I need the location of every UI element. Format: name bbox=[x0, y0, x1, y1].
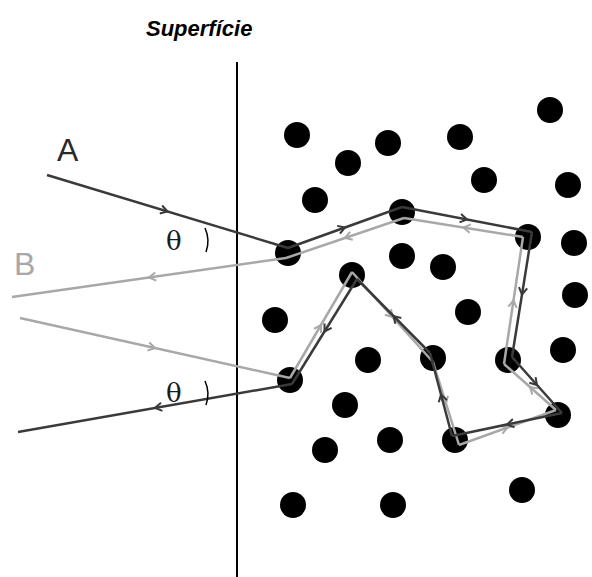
angle-label: θ bbox=[166, 228, 182, 254]
scatterer-dot bbox=[302, 187, 328, 213]
angle-arc bbox=[205, 381, 208, 405]
scatterer-dot bbox=[561, 230, 587, 256]
ray-arrowhead bbox=[337, 226, 345, 234]
ray-segment bbox=[452, 413, 562, 436]
angle-label: θ bbox=[166, 380, 182, 406]
scatterer-dot bbox=[280, 492, 306, 518]
scatterer-dot bbox=[562, 282, 588, 308]
surface-title: Superfície bbox=[146, 18, 252, 40]
ray-arrowhead bbox=[508, 301, 516, 308]
ray-arrowhead bbox=[439, 395, 447, 403]
scatterer-dot bbox=[332, 392, 358, 418]
ray-arrowhead bbox=[507, 419, 515, 427]
scatterer-dot bbox=[312, 437, 338, 463]
ray-label: B bbox=[14, 248, 35, 280]
scatterer-dot bbox=[355, 347, 381, 373]
scatterer-dot bbox=[537, 97, 563, 123]
scatterer-dot bbox=[447, 124, 473, 150]
ray-arrowhead bbox=[464, 224, 471, 232]
scatterer-dot bbox=[550, 337, 576, 363]
ray-segment bbox=[504, 364, 556, 410]
ray-segment bbox=[402, 207, 532, 232]
ray-segment bbox=[20, 318, 290, 378]
angle-arc bbox=[205, 228, 208, 252]
ray-segment bbox=[352, 272, 433, 362]
scatterer-dot bbox=[380, 492, 406, 518]
ray-arrowhead bbox=[147, 342, 155, 350]
scatterer-dot bbox=[430, 254, 456, 280]
ray-segment bbox=[286, 218, 404, 258]
surface-line bbox=[236, 62, 238, 577]
ray-segment bbox=[12, 258, 286, 297]
ray-arrowhead bbox=[149, 272, 156, 280]
ray-arrowhead bbox=[394, 316, 402, 324]
ray-segment bbox=[288, 207, 402, 248]
scatterer-dot bbox=[335, 150, 361, 176]
light-paths bbox=[12, 175, 562, 445]
ray-arrowhead bbox=[519, 287, 527, 294]
scatterer-dot bbox=[377, 427, 403, 453]
ray-segment bbox=[459, 410, 556, 445]
scatterer-dot bbox=[389, 243, 415, 269]
scatterer-dot bbox=[455, 299, 481, 325]
ray-arrowhead bbox=[325, 324, 332, 332]
scatterer-dot bbox=[262, 307, 288, 333]
scatterer-dot bbox=[471, 167, 497, 193]
scatterer-dot bbox=[284, 122, 310, 148]
ray-arrowhead bbox=[160, 206, 168, 214]
ray-segment bbox=[512, 357, 562, 413]
ray-arrowhead bbox=[529, 377, 537, 385]
scatterer-dot bbox=[509, 477, 535, 503]
ray-label: A bbox=[57, 134, 78, 166]
ray-arrowhead bbox=[345, 232, 353, 240]
ray-segment bbox=[357, 279, 430, 353]
ray-segment bbox=[430, 353, 452, 436]
ray-segment bbox=[290, 272, 352, 378]
ray-arrowhead bbox=[460, 214, 467, 222]
ray-arrowhead bbox=[155, 403, 162, 411]
ray-segment bbox=[18, 384, 292, 432]
scatterers bbox=[262, 97, 588, 518]
scatterer-dot bbox=[375, 130, 401, 156]
ray-arrowhead bbox=[530, 387, 538, 395]
ray-arrowhead bbox=[314, 325, 321, 333]
ray-segment bbox=[512, 232, 532, 357]
ray-segment bbox=[292, 279, 357, 384]
scatterer-dot bbox=[555, 172, 581, 198]
